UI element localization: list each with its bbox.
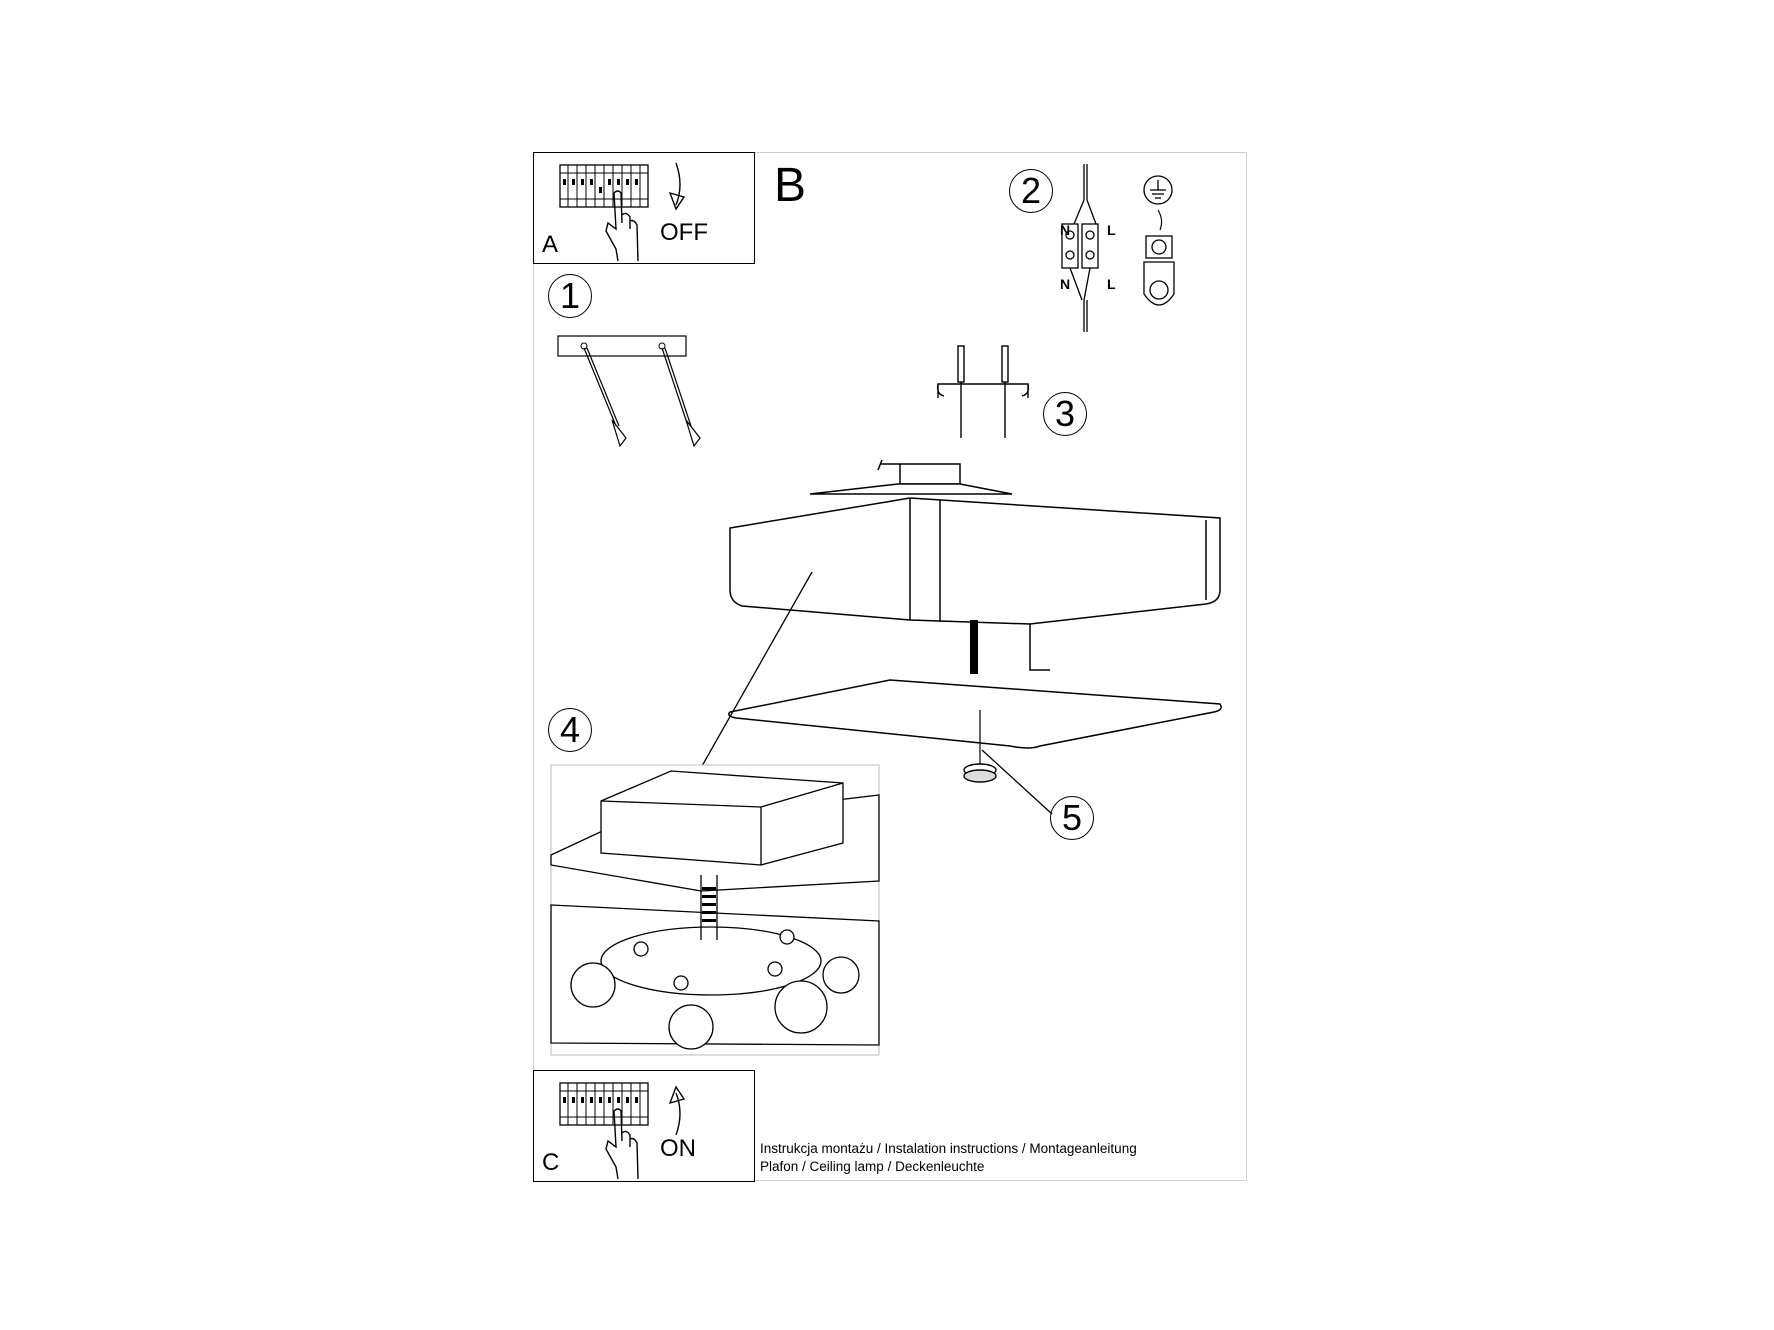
- wire-n-top: N: [1060, 222, 1071, 238]
- on-label: ON: [660, 1135, 696, 1162]
- circuit-breaker-icon: [559, 164, 649, 208]
- circuit-breaker-icon-c: [559, 1082, 649, 1126]
- panel-c-letter: C: [542, 1149, 560, 1176]
- wire-l-bottom: L: [1107, 276, 1116, 292]
- step-3-circle: 3: [1043, 392, 1087, 436]
- panel-c: C ON: [533, 1070, 755, 1182]
- hand-icon: [605, 190, 639, 262]
- wire-l-top: L: [1107, 222, 1116, 238]
- footer-line-1: Instrukcja montażu / Instalation instruc…: [760, 1141, 1137, 1156]
- footer-line-2: Plafon / Ceiling lamp / Deckenleuchte: [760, 1159, 985, 1174]
- wiring-terminal: [1061, 164, 1099, 332]
- ceiling-lamp-body: [728, 459, 1222, 749]
- arrow-down-icon: [668, 162, 686, 211]
- finial-nut: [963, 710, 1053, 815]
- panel-b-letter: B: [774, 159, 807, 212]
- ceiling-wall-plugs: [557, 335, 701, 448]
- off-label: OFF: [660, 219, 708, 246]
- step-5-circle: 5: [1050, 796, 1094, 840]
- wire-n-bottom: N: [1060, 276, 1071, 292]
- instruction-sheet: [533, 152, 1247, 1181]
- arrow-up-icon: [668, 1085, 686, 1136]
- pointer-line-4: [701, 571, 813, 767]
- step-4-circle: 4: [548, 708, 592, 752]
- step-2-circle: 2: [1009, 169, 1053, 213]
- step-1-circle: 1: [548, 274, 592, 318]
- hand-icon-c: [605, 1108, 639, 1180]
- panel-a: A OFF: [533, 152, 755, 264]
- ground-symbol-icon: [1143, 175, 1175, 306]
- panel-a-letter: A: [542, 231, 559, 258]
- mounting-bracket: [936, 345, 1030, 438]
- assembly-detail: [550, 764, 880, 1056]
